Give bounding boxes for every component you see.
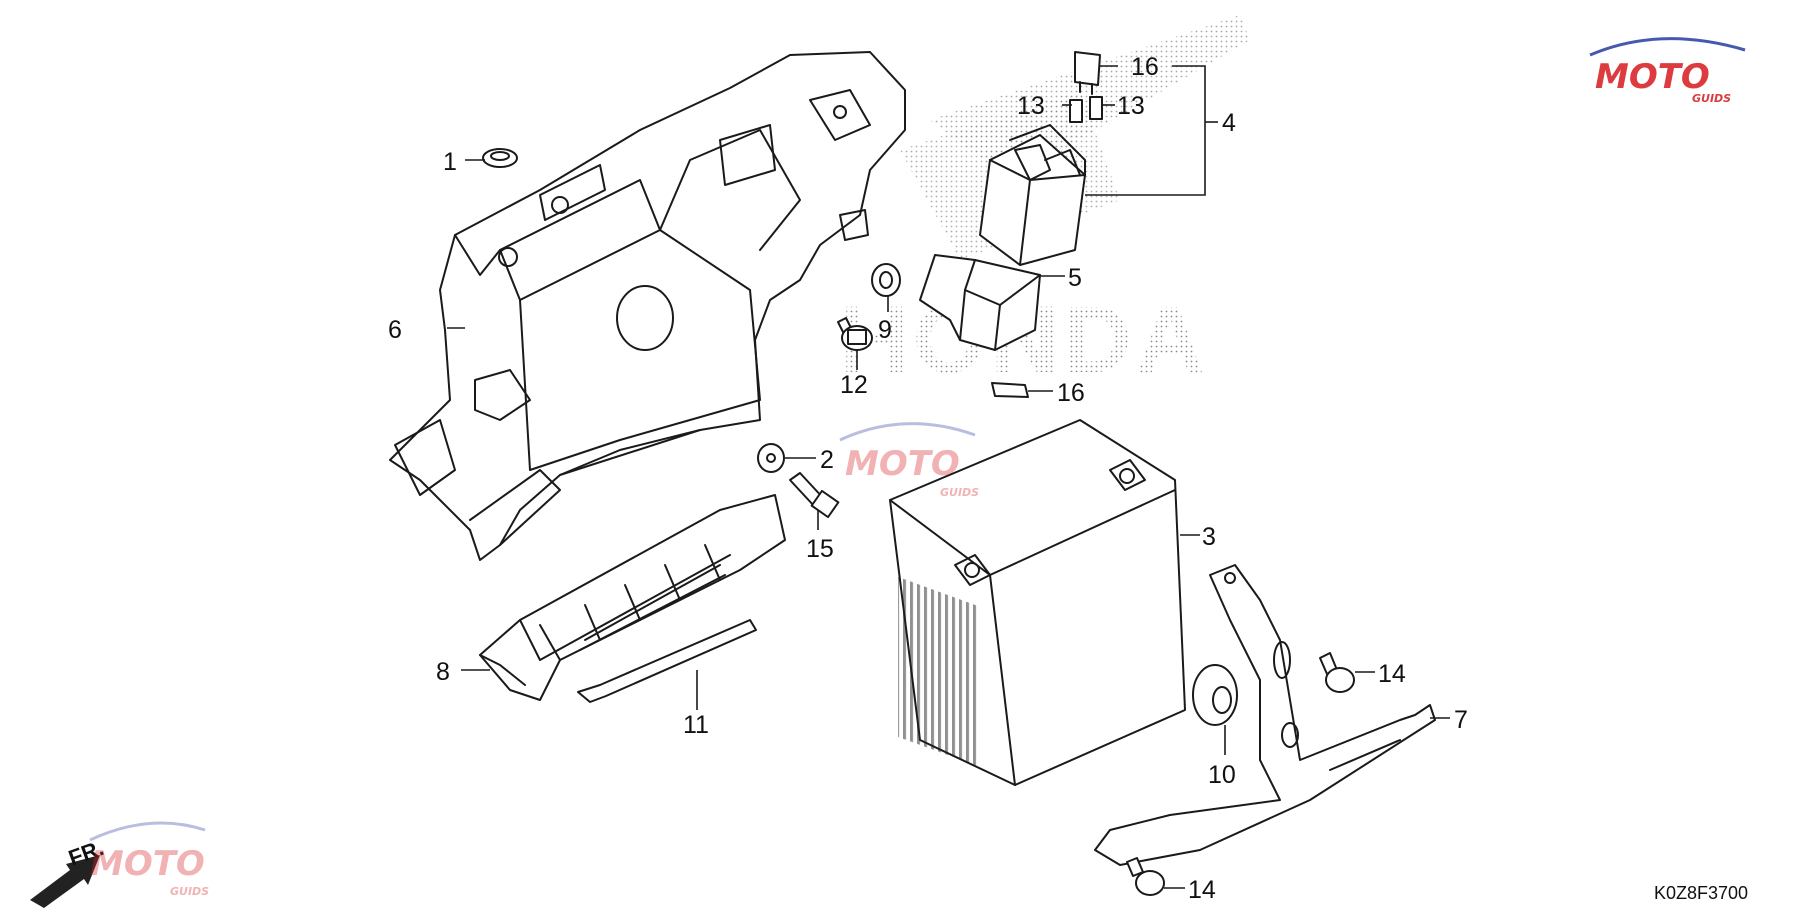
part-grommet-9 <box>871 263 901 297</box>
callout-13b: 13 <box>1117 92 1145 120</box>
callout-2: 2 <box>820 446 834 474</box>
svg-text:MOTO: MOTO <box>845 444 960 484</box>
callout-11: 11 <box>683 711 709 739</box>
part-bolt-15 <box>789 472 840 519</box>
callout-13a: 13 <box>1017 92 1045 120</box>
callout-14b: 14 <box>1188 876 1216 904</box>
callout-labels: 1 2 3 4 5 6 7 8 9 10 11 12 13 13 14 14 1… <box>388 53 1468 904</box>
svg-text:GUIDS: GUIDS <box>170 885 209 898</box>
part-battery-tray <box>479 494 786 701</box>
callout-8: 8 <box>436 658 450 686</box>
callout-12: 12 <box>840 371 868 399</box>
part-bolt-14-lower <box>1126 857 1165 896</box>
drawing-code: K0Z8F3700 <box>1654 883 1748 903</box>
svg-text:GUIDS: GUIDS <box>1692 92 1731 105</box>
svg-text:MOTO: MOTO <box>1595 57 1710 97</box>
callout-15: 15 <box>806 535 834 563</box>
part-terminals <box>1069 96 1103 123</box>
part-battery-stay <box>1094 564 1436 866</box>
part-fuse-top <box>1074 51 1101 95</box>
part-grommet <box>482 148 518 168</box>
callout-5: 5 <box>1068 264 1082 292</box>
leader-lines <box>447 65 1450 889</box>
part-relay-cover <box>919 254 1041 351</box>
callout-7: 7 <box>1454 706 1468 734</box>
callout-3: 3 <box>1202 523 1216 551</box>
callout-9: 9 <box>878 316 892 344</box>
part-rubber-strip <box>577 619 757 703</box>
part-rubber-pad <box>1192 664 1238 726</box>
part-battery <box>889 419 1186 786</box>
callout-6: 6 <box>388 316 402 344</box>
svg-text:MOTO: MOTO <box>90 844 205 884</box>
part-battery-case <box>389 51 906 561</box>
callout-1: 1 <box>443 148 457 176</box>
svg-text:GUIDS: GUIDS <box>940 486 979 499</box>
callout-16b: 16 <box>1057 379 1085 407</box>
part-bolt-14-upper <box>1319 652 1355 693</box>
part-starter-relay <box>979 124 1086 266</box>
watermark-logo-center: MOTO GUIDS <box>839 422 979 499</box>
front-arrow-icon <box>30 855 100 908</box>
part-washer <box>757 443 785 473</box>
part-flange-bolt-12 <box>837 317 873 351</box>
callout-16a: 16 <box>1131 53 1159 81</box>
watermark-logo-bottom-left: MOTO GUIDS <box>89 821 209 898</box>
part-fuse-lower <box>991 382 1029 398</box>
callout-14a: 14 <box>1378 660 1406 688</box>
watermark-logo-top-right: MOTO GUIDS <box>1589 37 1746 105</box>
callout-10: 10 <box>1208 761 1236 789</box>
callout-4: 4 <box>1222 109 1236 137</box>
